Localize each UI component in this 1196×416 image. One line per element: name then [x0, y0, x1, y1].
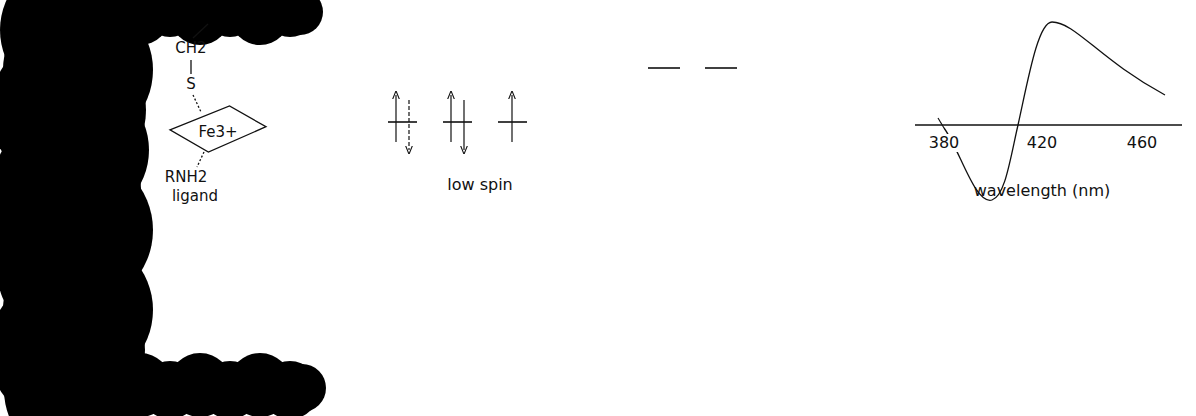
bond-line — [193, 24, 208, 38]
orbital-levels — [388, 68, 737, 122]
electron-spins — [396, 95, 512, 150]
axis-tick-label: 380 — [927, 134, 962, 152]
protein-blob — [0, 0, 326, 416]
ligand-label: RNH2 — [165, 169, 207, 186]
group-label: CH2 — [175, 40, 206, 57]
spin-state-label: low spin — [447, 176, 512, 194]
curve-tick — [938, 118, 944, 128]
metal-label: Fe3+ — [198, 124, 237, 141]
axis-title: wavelength (nm) — [974, 182, 1111, 200]
atom-label: S — [186, 76, 196, 93]
axis-tick-label: 420 — [1025, 134, 1060, 152]
cd-curve — [944, 22, 1165, 200]
ligand-caption: ligand — [172, 188, 218, 205]
bond-line — [190, 60, 191, 74]
plane-outline — [170, 106, 266, 152]
heme-plane: Fe3+ — [170, 106, 266, 152]
coordination-bond — [197, 152, 204, 167]
axis-tick-label: 460 — [1125, 134, 1160, 152]
coordination-bond — [193, 95, 201, 112]
spectrum-axis — [915, 124, 1182, 125]
